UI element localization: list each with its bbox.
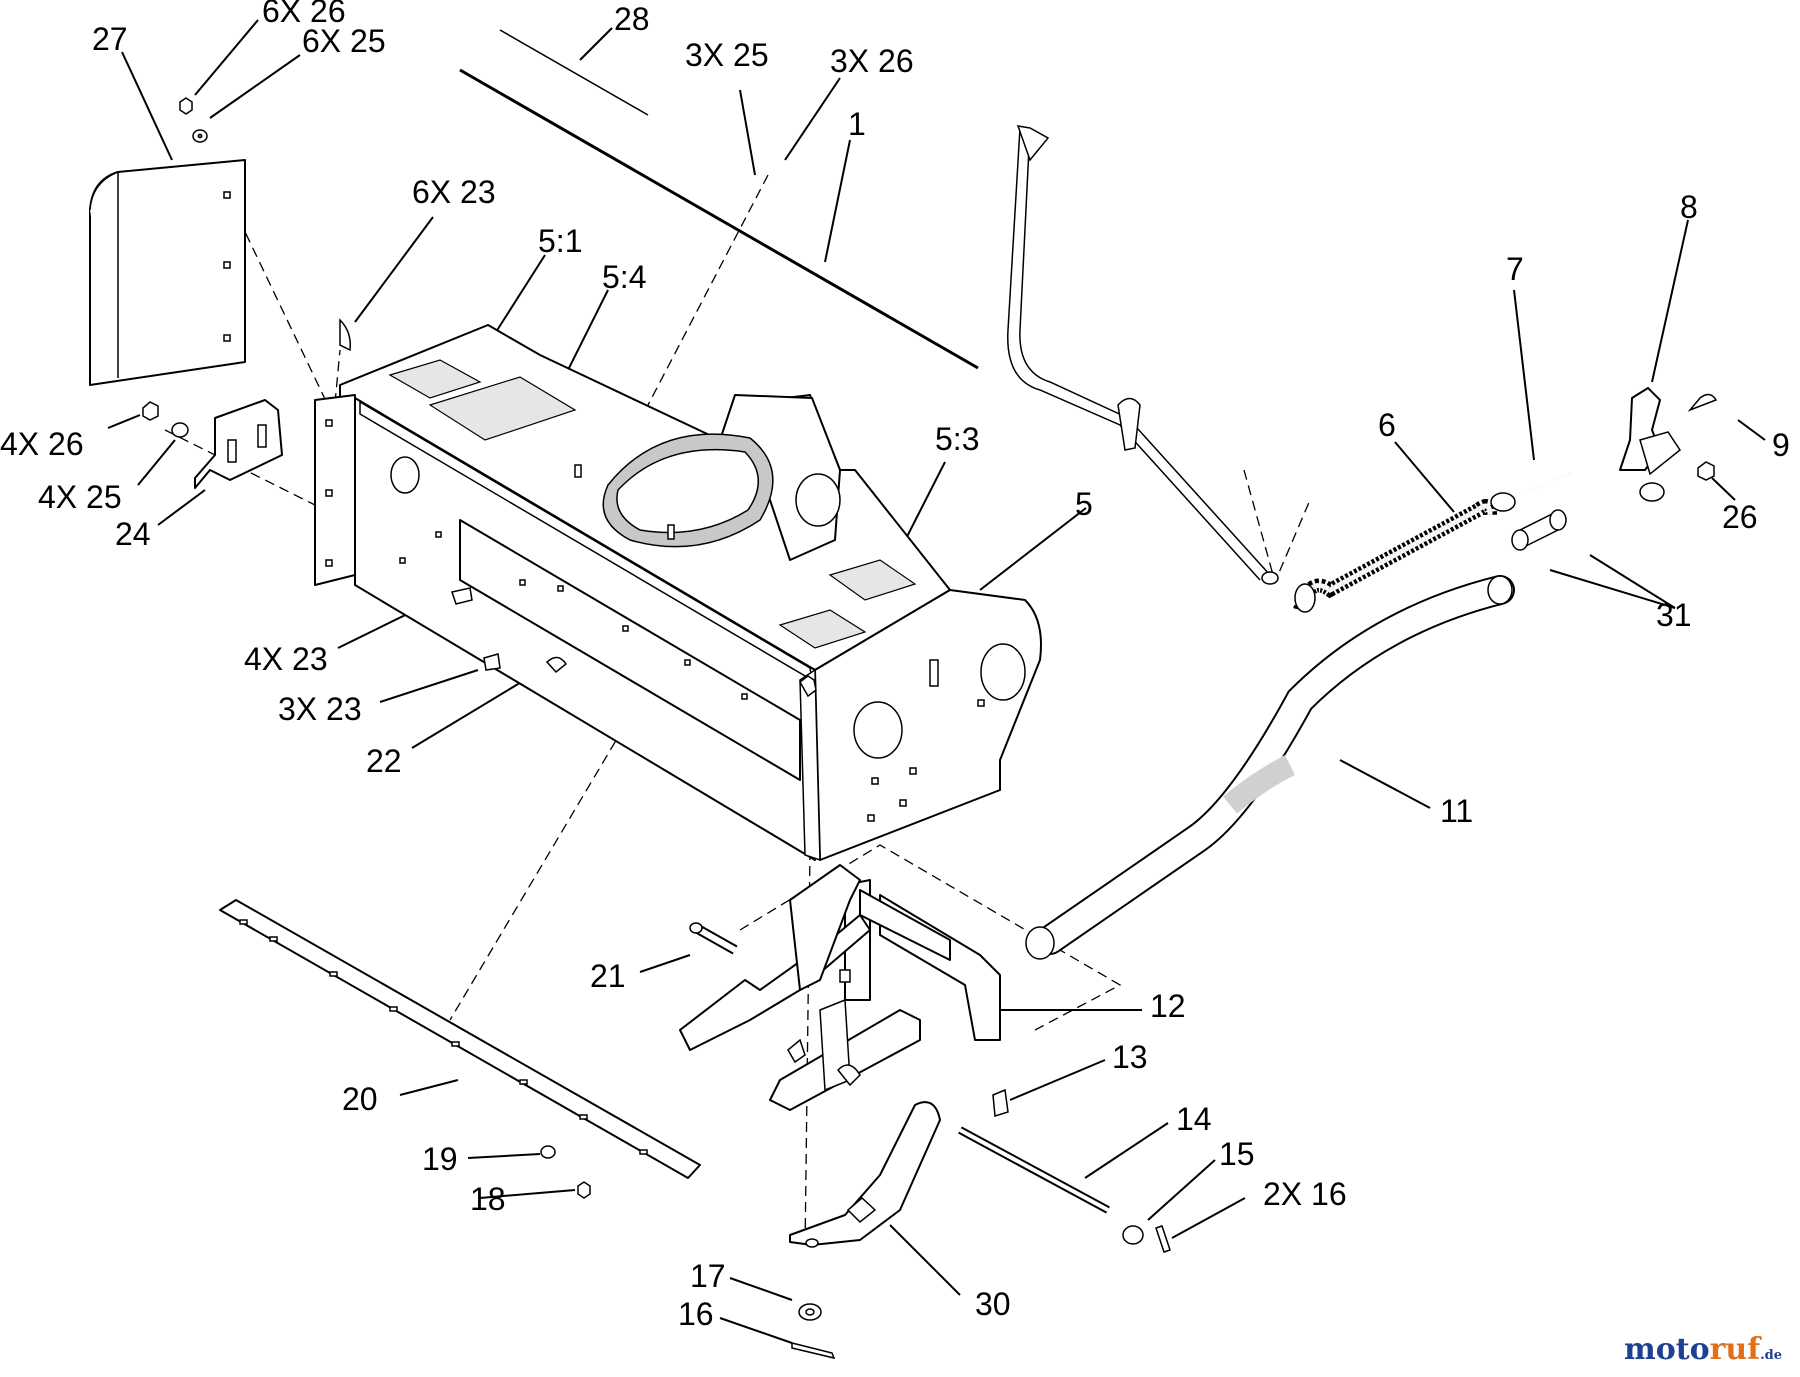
eyebolt — [1490, 473, 1571, 512]
linkage-rod — [958, 1126, 1171, 1253]
label-15: 15 — [1219, 1136, 1255, 1172]
label-6x25-top: 6X 25 — [302, 23, 386, 59]
label-7: 7 — [1506, 251, 1524, 287]
label-3x25: 3X 25 — [685, 37, 769, 73]
label-24: 24 — [115, 516, 151, 552]
label-4x26: 4X 26 — [0, 426, 84, 462]
label-28: 28 — [614, 1, 650, 37]
label-30: 30 — [975, 1286, 1011, 1322]
hitch-frame — [679, 864, 1001, 1111]
label-27: 27 — [92, 21, 128, 57]
side-shield — [89, 159, 246, 386]
pivot-bracket — [1511, 387, 1718, 551]
handle-tube — [1025, 575, 1515, 960]
label-5-3: 5:3 — [935, 421, 979, 457]
watermark-part-3: .de — [1760, 1348, 1782, 1363]
label-4x25: 4X 25 — [38, 479, 122, 515]
label-6x26-top: 6X 26 — [262, 0, 346, 29]
shift-lever — [1007, 125, 1279, 585]
label-3x26: 3X 26 — [830, 43, 914, 79]
shear-rod — [459, 68, 979, 370]
label-6x23: 6X 23 — [412, 174, 496, 210]
skid-shoe — [142, 399, 283, 489]
label-17: 17 — [690, 1258, 726, 1294]
label-21: 21 — [590, 958, 626, 994]
label-20: 20 — [342, 1081, 378, 1117]
label-5-1: 5:1 — [538, 223, 582, 259]
label-14: 14 — [1176, 1101, 1212, 1137]
label-16: 16 — [678, 1296, 714, 1332]
label-19: 19 — [422, 1141, 458, 1177]
label-13: 13 — [1112, 1039, 1148, 1075]
fasteners-front — [451, 587, 817, 698]
label-8: 8 — [1680, 189, 1698, 225]
watermark-part-2: ruf — [1709, 1332, 1761, 1367]
washer-and-pin — [791, 1303, 836, 1360]
label-26: 26 — [1722, 499, 1758, 535]
clip — [992, 1088, 1009, 1117]
spring — [1293, 499, 1497, 613]
watermark-part-1: moto — [1623, 1332, 1710, 1367]
label-3x23: 3X 23 — [278, 691, 362, 727]
scraper-bar — [219, 899, 701, 1199]
label-22: 22 — [366, 743, 402, 779]
label-5: 5 — [1075, 486, 1093, 522]
fasteners-top-left — [179, 97, 352, 352]
label-18: 18 — [470, 1181, 506, 1217]
label-6: 6 — [1378, 407, 1396, 443]
label-12: 12 — [1150, 988, 1186, 1024]
label-1: 1 — [848, 106, 866, 142]
label-2x16: 2X 16 — [1263, 1176, 1347, 1212]
pedal — [789, 1101, 941, 1248]
label-9: 9 — [1772, 427, 1790, 463]
housing — [314, 324, 1042, 862]
callout-labels: 27 6X 26 6X 25 28 3X 25 3X 26 1 6X 23 5:… — [0, 0, 1790, 1332]
label-31: 31 — [1656, 597, 1692, 633]
label-4x23: 4X 23 — [244, 641, 328, 677]
label-11: 11 — [1440, 793, 1473, 829]
pivot-pin — [689, 922, 738, 955]
label-5-4: 5:4 — [602, 259, 646, 295]
watermark-logo: motoruf.de — [1624, 1332, 1782, 1367]
